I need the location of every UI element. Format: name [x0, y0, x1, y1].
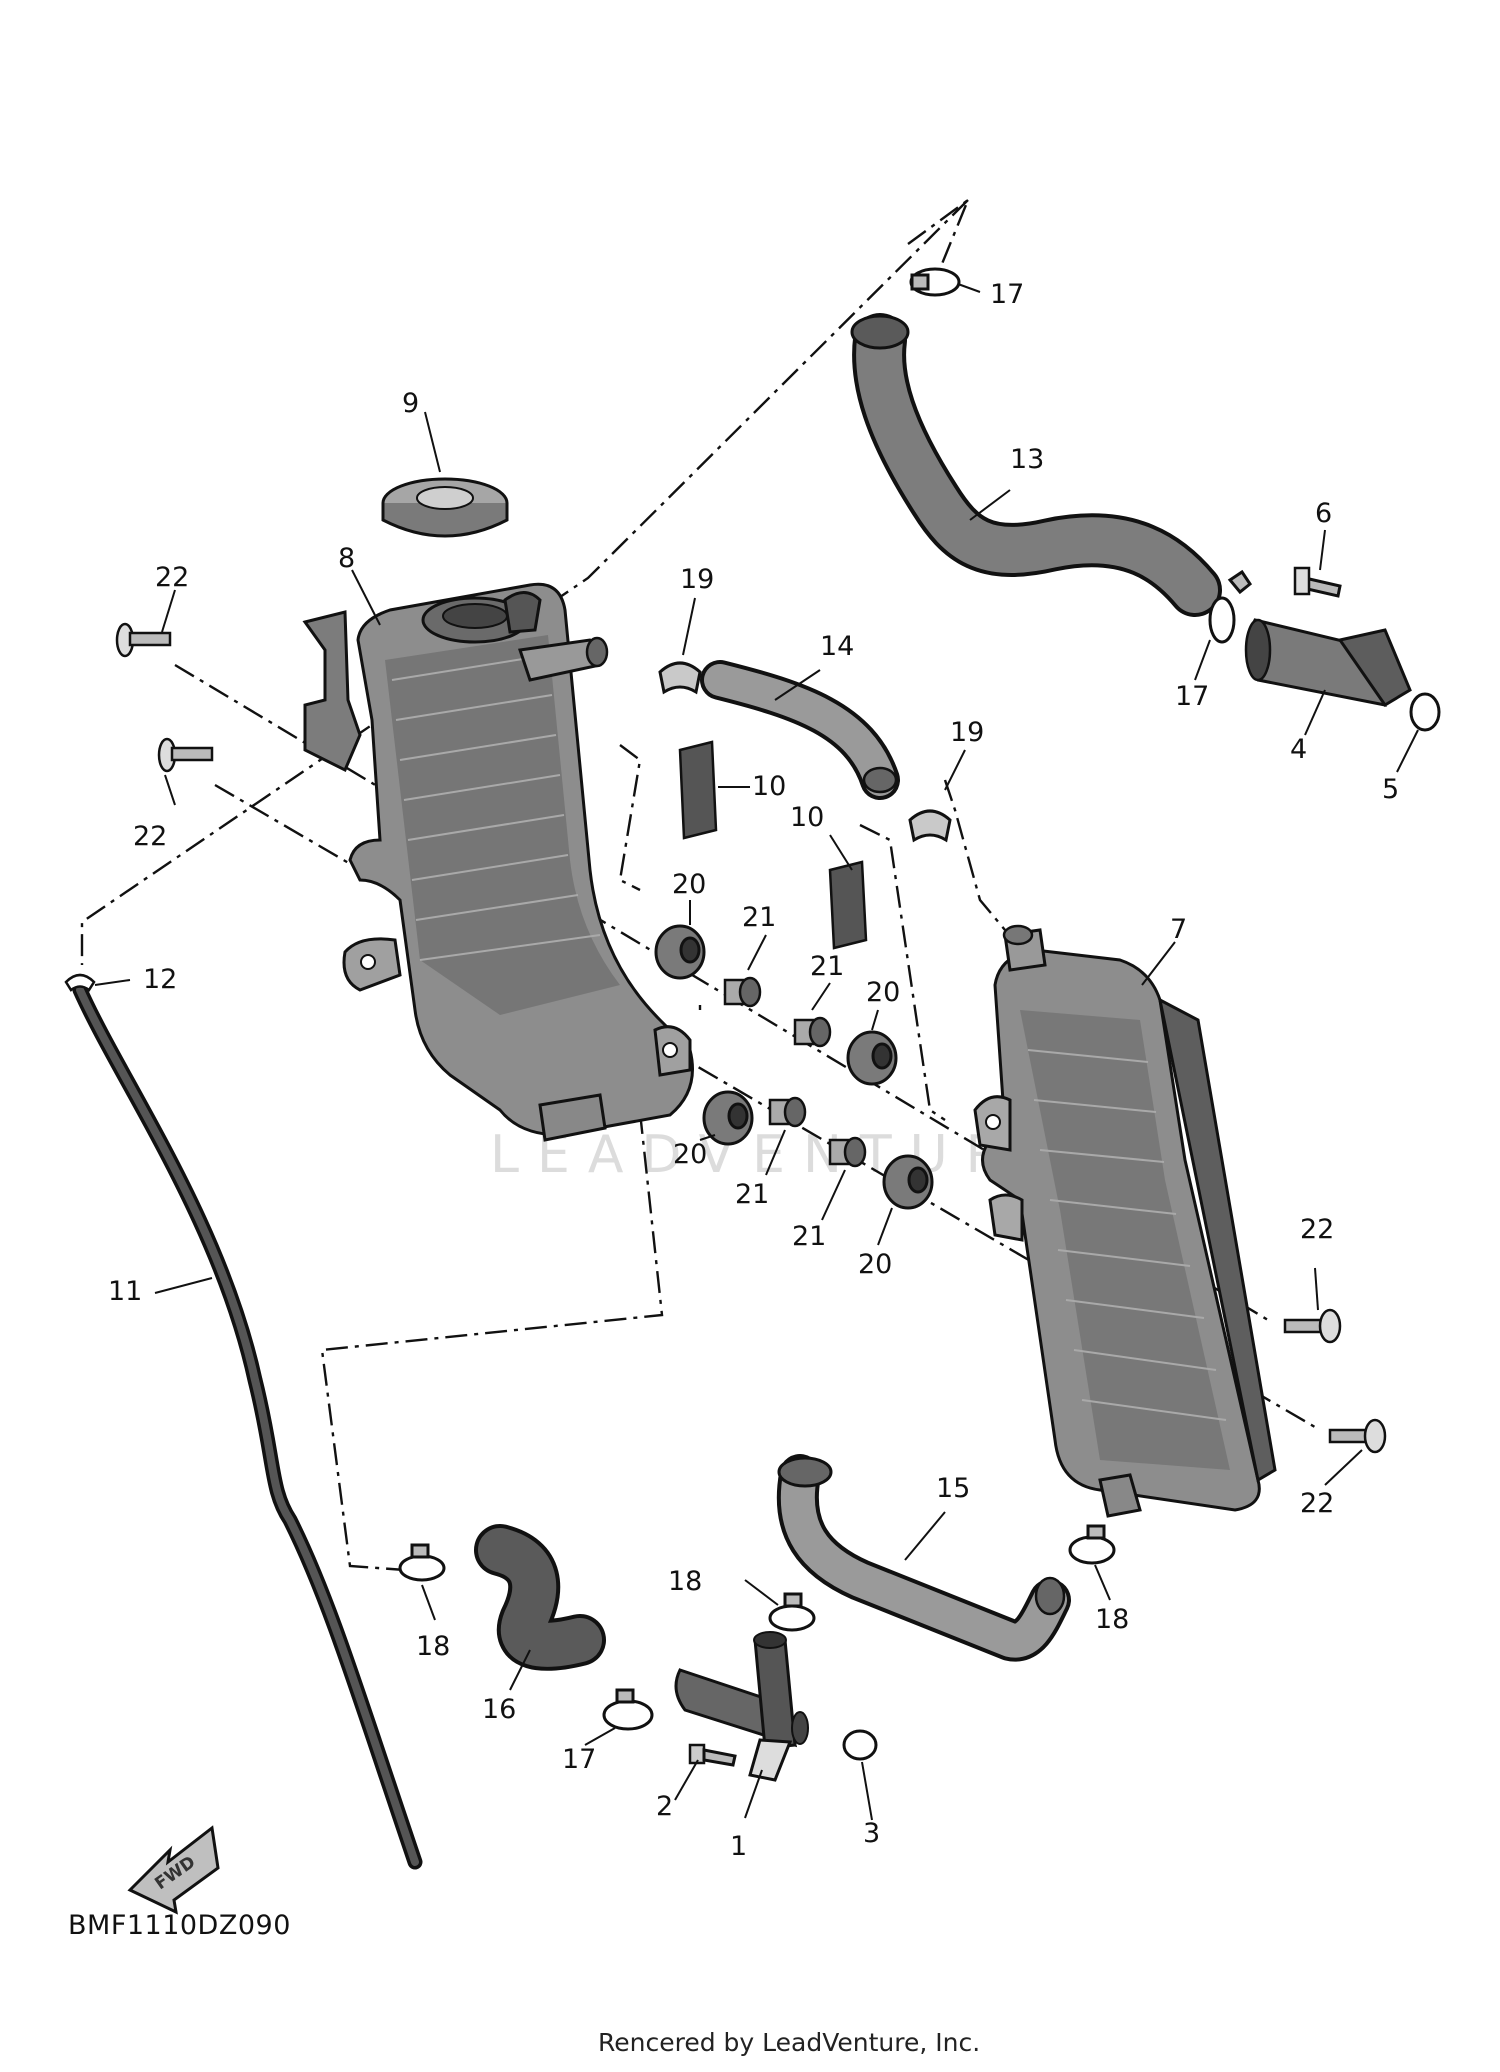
callout-21: 21: [810, 951, 844, 982]
callout-9: 9: [402, 388, 419, 419]
callout-19: 19: [950, 717, 984, 748]
short-hose: [474, 1524, 606, 1671]
callout-12: 12: [143, 964, 177, 995]
upper-hose: [850, 313, 1222, 617]
callout-4: 4: [1290, 734, 1307, 765]
callout-13: 13: [1010, 444, 1044, 475]
callout-20: 20: [866, 977, 900, 1008]
callout-18: 18: [1095, 1604, 1129, 1635]
overflow-hose: [64, 973, 423, 1870]
callout-22: 22: [155, 562, 189, 593]
callout-18: 18: [416, 1631, 450, 1662]
grommets: [654, 924, 934, 1210]
middle-hose: [700, 660, 900, 800]
callout-22: 22: [1300, 1488, 1334, 1519]
o-ring-5: [1409, 692, 1441, 732]
callout-20: 20: [672, 869, 706, 900]
callout-3: 3: [863, 1818, 880, 1849]
callout-20: 20: [673, 1139, 707, 1170]
callout-5: 5: [1382, 774, 1399, 805]
callout-numbers: 9 8 22 22 19 17 13 14 19 10 10 20 21 21 …: [108, 279, 1399, 1862]
callout-17: 17: [562, 1744, 596, 1775]
callout-10: 10: [752, 771, 786, 802]
callout-21: 21: [735, 1179, 769, 1210]
render-credit: Rencered by LeadVenture, Inc.: [598, 2028, 980, 2057]
fwd-arrow-icon: FWD: [127, 1825, 220, 1915]
callout-21: 21: [792, 1221, 826, 1252]
callout-7: 7: [1170, 914, 1187, 945]
right-radiator: [973, 924, 1277, 1518]
callout-22: 22: [1300, 1214, 1334, 1245]
callout-1: 1: [730, 1831, 747, 1862]
lower-joint: [674, 1631, 809, 1782]
callout-14: 14: [820, 631, 854, 662]
watermark: LEADVENTURE: [490, 1125, 1071, 1185]
collars: [723, 976, 867, 1168]
callout-15: 15: [936, 1473, 970, 1504]
callout-17: 17: [990, 279, 1024, 310]
bolts: [115, 622, 1387, 1454]
callout-11: 11: [108, 1276, 142, 1307]
callout-21: 21: [742, 902, 776, 933]
o-ring-3: [842, 1729, 878, 1761]
callout-10: 10: [790, 802, 824, 833]
callout-8: 8: [338, 543, 355, 574]
radiator-cap: [381, 477, 509, 538]
callout-20: 20: [858, 1249, 892, 1280]
upper-joint: [1244, 566, 1412, 708]
callout-17: 17: [1175, 681, 1209, 712]
callout-22: 22: [133, 821, 167, 852]
diagram-code: BMF1110DZ090: [68, 1910, 291, 1941]
hose-clamps: [398, 267, 1253, 1731]
callout-2: 2: [656, 1791, 673, 1822]
callout-18: 18: [668, 1566, 702, 1597]
callout-6: 6: [1315, 498, 1332, 529]
callout-16: 16: [482, 1694, 516, 1725]
leader-lines: [94, 283, 1419, 1821]
callout-19: 19: [680, 564, 714, 595]
left-radiator: [302, 582, 694, 1142]
lower-hose: [776, 1454, 1071, 1662]
pads: [678, 740, 868, 950]
